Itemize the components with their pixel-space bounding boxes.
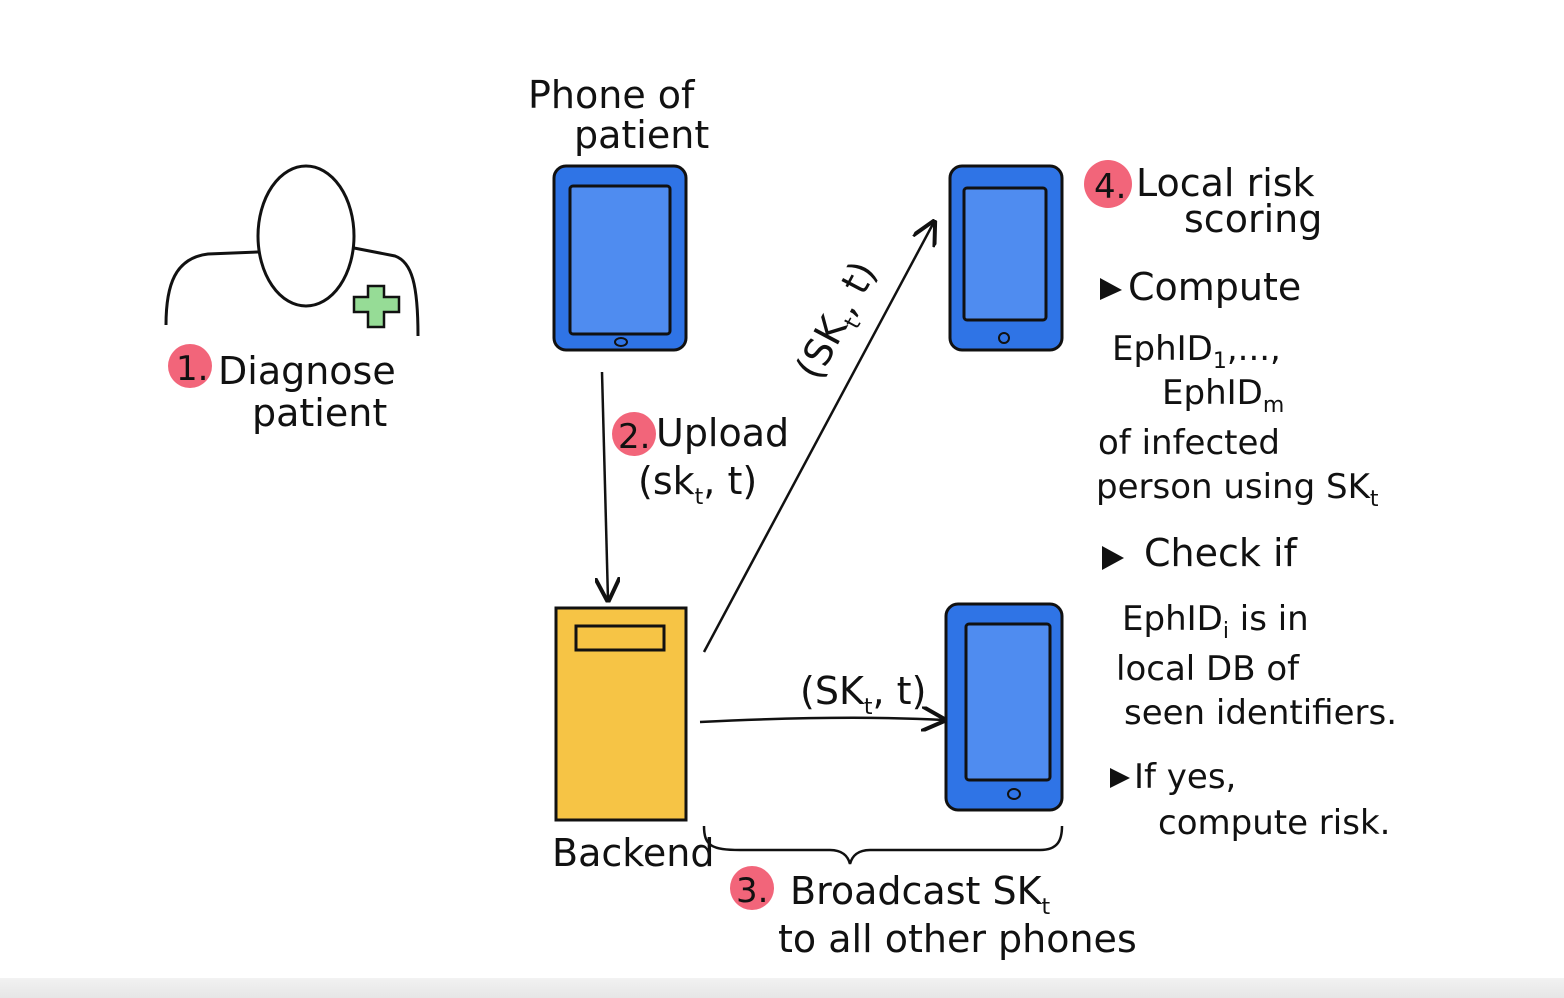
step-4-label-line2: scoring: [1184, 197, 1322, 241]
backend-server: [554, 606, 688, 822]
step-4-number: 4.: [1094, 167, 1126, 207]
step-2-number: 2.: [618, 417, 650, 457]
phone-of-patient-label-line1: Phone of: [528, 73, 696, 117]
edge-label-horizontal: (SKt, t): [800, 669, 926, 720]
step-3-number: 3.: [736, 871, 768, 911]
broadcast-arrow-horizontal: [699, 718, 944, 722]
step-3-marker: [730, 866, 774, 910]
phone-of-patient-label-line2: patient: [574, 113, 709, 157]
backend-label: Backend: [552, 831, 714, 875]
note-seen: seen identifiers.: [1124, 693, 1397, 733]
step-4-marker: [1084, 160, 1132, 208]
patient-phone: [552, 164, 688, 352]
note-ephid-1: EphID1,...,: [1112, 329, 1281, 374]
doctor-shoulders: [164, 246, 420, 337]
doctor-head: [256, 164, 356, 308]
broadcast-brace: [702, 825, 1064, 865]
note-person-using: person using SKt: [1096, 467, 1379, 512]
note-infected: of infected: [1098, 423, 1280, 463]
upload-arrow: [602, 371, 608, 600]
step-2-label-line1: Upload: [656, 411, 789, 455]
doctor-figure: [164, 164, 420, 337]
medical-cross-icon: [352, 284, 401, 329]
note-ephid-m: EphIDm: [1162, 373, 1284, 418]
bullet-arrow-icon-2: [1102, 546, 1124, 570]
bullet-arrow-icon-1: [1100, 278, 1122, 300]
step-3-label-line1: Broadcast SKt: [790, 869, 1051, 920]
contact-phone-top: [948, 164, 1064, 352]
note-if-yes: If yes,: [1134, 757, 1236, 797]
step-2-marker: [612, 412, 656, 456]
note-compute: Compute: [1128, 265, 1301, 309]
step-1-marker: [168, 344, 212, 388]
broadcast-arrow-diagonal: [702, 222, 934, 653]
step-3-label-line2: to all other phones: [778, 917, 1137, 961]
step-1-label-line1: Diagnose: [218, 349, 396, 393]
step-1-number: 1.: [176, 349, 208, 389]
note-ephid-i: EphIDi is in: [1122, 599, 1309, 644]
step-4-label-line1: Local risk: [1136, 161, 1315, 205]
contact-phone-bottom: [944, 602, 1064, 812]
bottom-bar: [0, 978, 1564, 998]
note-local-db: local DB of: [1116, 649, 1300, 689]
note-check-if: Check if: [1144, 531, 1299, 575]
bullet-arrow-icon-3: [1110, 768, 1130, 788]
note-compute-risk: compute risk.: [1158, 803, 1390, 843]
step-1-label-line2: patient: [252, 391, 387, 435]
edge-label-diagonal: (SKt, t): [787, 254, 891, 390]
step-2-label-line2: (skt, t): [638, 459, 757, 510]
